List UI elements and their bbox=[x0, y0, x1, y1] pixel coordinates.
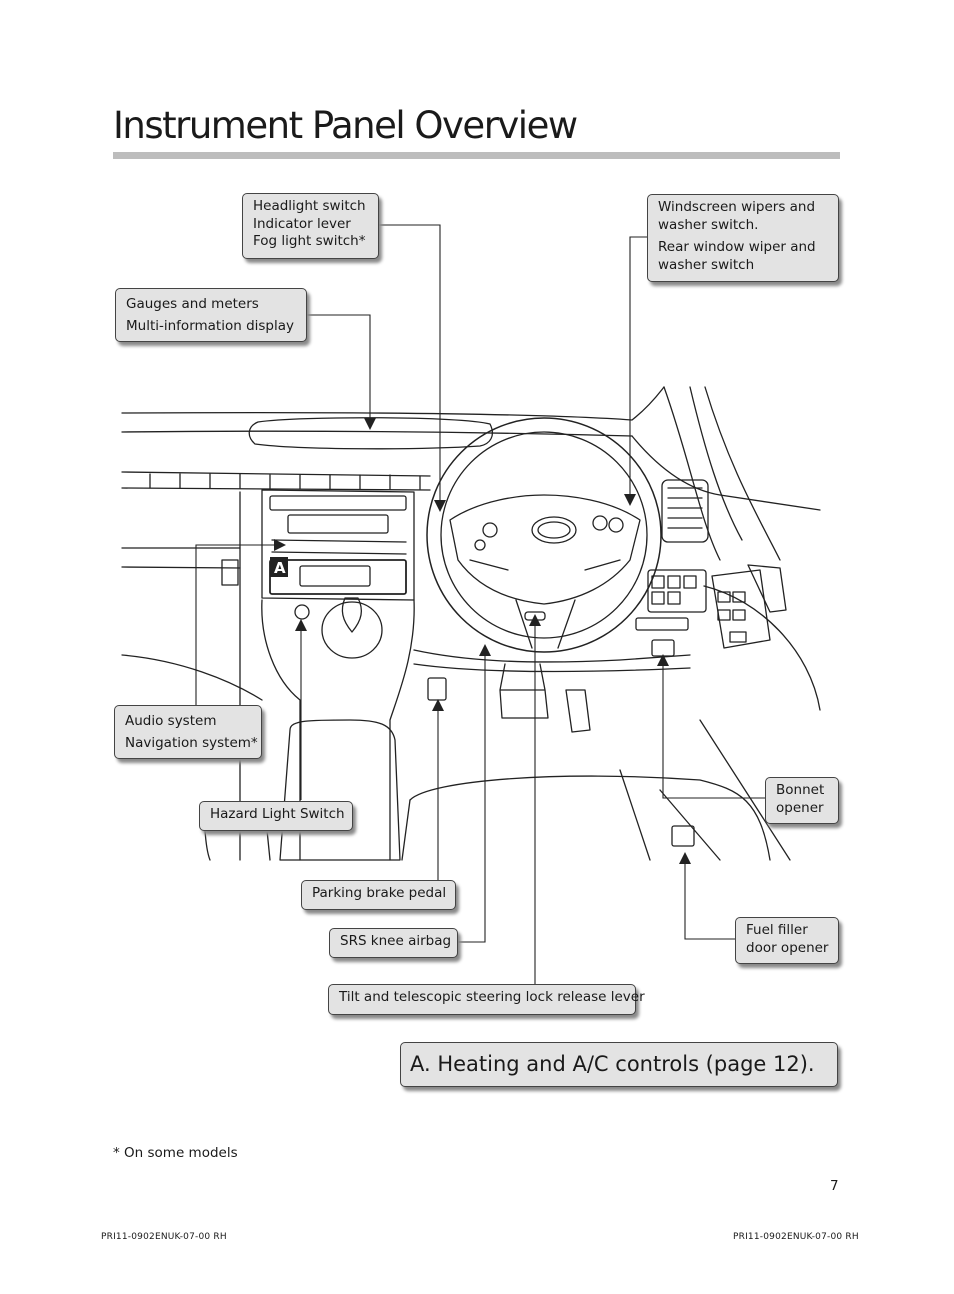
callout-line: Bonnet bbox=[776, 782, 825, 798]
gauge-cluster-shape bbox=[248, 417, 494, 450]
callout-fuel-filler: Fuel filler door opener bbox=[735, 917, 839, 964]
footnote: * On some models bbox=[113, 1145, 238, 1161]
callout-line: SRS knee airbag bbox=[340, 933, 452, 949]
armrest-shape bbox=[279, 719, 401, 861]
callout-bonnet-opener: Bonnet opener bbox=[765, 777, 839, 824]
callout-line: door opener bbox=[746, 939, 829, 956]
marker-a-box bbox=[270, 557, 288, 577]
callout-srs-airbag: SRS knee airbag bbox=[329, 928, 458, 958]
leader-lines bbox=[195, 224, 766, 987]
callout-hazard-switch: Hazard Light Switch bbox=[199, 801, 353, 831]
doc-code-right: PRI11-0902ENUK-07-00 RH bbox=[733, 1232, 859, 1242]
right-vent-shape bbox=[661, 479, 709, 543]
doc-code-left: PRI11-0902ENUK-07-00 RH bbox=[101, 1232, 227, 1242]
callout-line: Rear window wiper and bbox=[658, 239, 816, 255]
shift-ring-shape bbox=[321, 601, 383, 659]
callout-line: Headlight switch bbox=[253, 198, 366, 214]
marker-a-label: A bbox=[274, 559, 286, 577]
arrowheads bbox=[274, 418, 691, 864]
callout-line: Fog light switch* bbox=[253, 233, 366, 249]
dash-top-edge bbox=[121, 386, 665, 421]
page-title: Instrument Panel Overview bbox=[113, 104, 578, 147]
callout-line: Indicator lever bbox=[253, 215, 351, 232]
callout-audio: Audio system Navigation system* bbox=[114, 705, 262, 759]
seat-shape bbox=[409, 775, 771, 861]
callout-line: Hazard Light Switch bbox=[210, 806, 345, 822]
callout-line: washer switch. bbox=[658, 216, 759, 233]
door-panel-shape bbox=[703, 585, 821, 711]
bonnet-opener-shape bbox=[651, 639, 675, 657]
callout-line: opener bbox=[776, 799, 824, 816]
callout-line: Audio system bbox=[125, 713, 217, 729]
callout-parking-brake: Parking brake pedal bbox=[301, 880, 456, 910]
callout-wipers: Windscreen wipers and washer switch. Rea… bbox=[647, 194, 839, 282]
callout-gauges: Gauges and meters Multi-information disp… bbox=[115, 288, 307, 342]
callout-tilt-steering: Tilt and telescopic steering lock releas… bbox=[328, 984, 645, 1015]
steering-wheel-shape bbox=[426, 417, 662, 653]
callout-line: Fuel filler bbox=[746, 922, 808, 938]
heating-ac-controls-shape bbox=[269, 559, 407, 595]
callout-line: Tilt and telescopic steering lock releas… bbox=[339, 989, 645, 1005]
page-number: 7 bbox=[830, 1178, 839, 1194]
callout-line: Navigation system* bbox=[125, 735, 258, 751]
callout-line: Windscreen wipers and bbox=[658, 199, 816, 215]
callout-headlight-switch: Headlight switch Indicator lever Fog lig… bbox=[242, 193, 379, 259]
callout-line: Multi-information display bbox=[126, 318, 295, 334]
title-divider bbox=[113, 152, 840, 159]
heating-ac-note: A. Heating and A/C controls (page 12). bbox=[400, 1042, 838, 1087]
callout-line: washer switch bbox=[658, 256, 755, 273]
callout-line: Parking brake pedal bbox=[312, 885, 447, 901]
callout-line: Gauges and meters bbox=[126, 296, 259, 312]
fuel-opener-shape bbox=[671, 825, 695, 847]
steering-emblem-shape bbox=[531, 516, 577, 544]
parking-brake-pedal-shape bbox=[427, 677, 447, 701]
